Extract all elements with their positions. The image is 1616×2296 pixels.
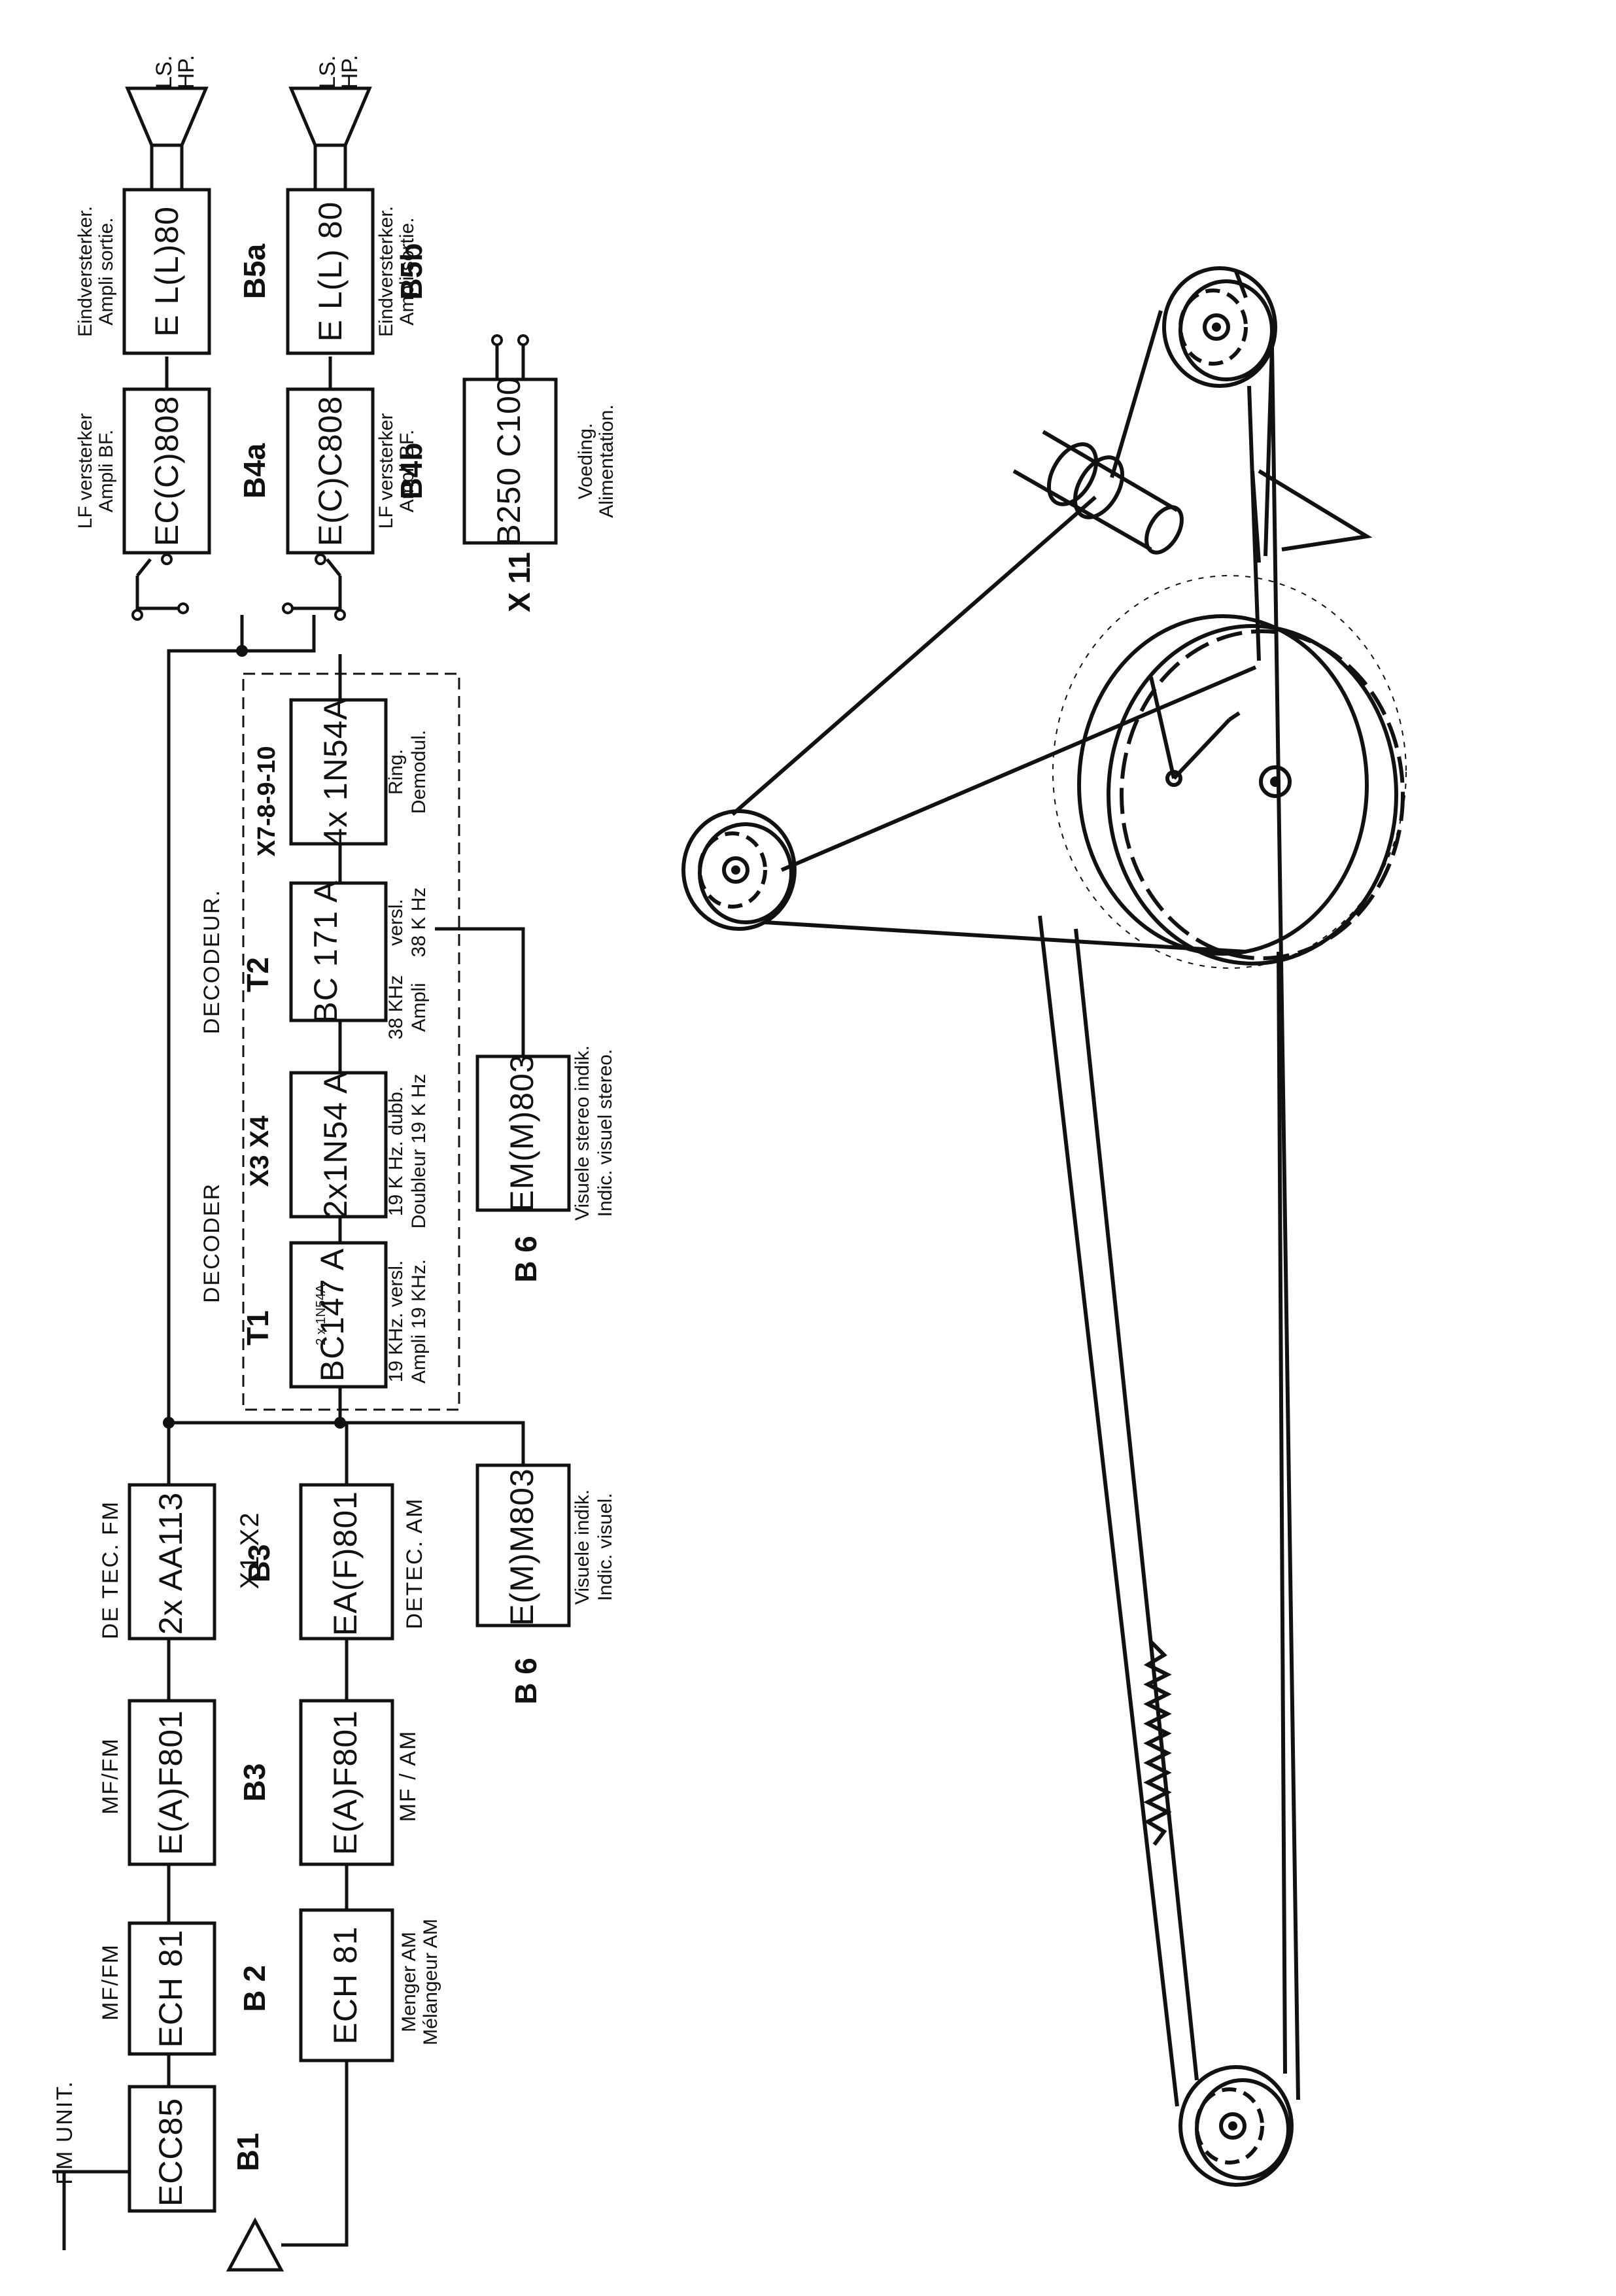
box-aa113: [128, 1483, 216, 1641]
box-el80b: [286, 188, 375, 355]
note-lf-b1: LF versterker: [375, 413, 397, 529]
note-menger: Menger AM: [398, 1932, 420, 2032]
note-hp2: HP.: [337, 55, 362, 89]
note-ls1: LS.: [152, 55, 177, 88]
box-bc147: [289, 1241, 388, 1389]
caption-fm-unit: FM UNIT.: [52, 2080, 77, 2185]
ref-b2: B 2: [237, 1965, 271, 2012]
label-ecc808a: EC(C)808: [148, 396, 185, 546]
box-ech81-am: [299, 1908, 394, 2062]
label-bc171: BC 171 A: [307, 880, 344, 1023]
speaker-icon: [125, 86, 209, 192]
note-lf-b2: Ampli BF.: [396, 430, 418, 513]
ref-b5b: B5b: [394, 243, 428, 300]
box-emm803-am: [475, 1463, 571, 1627]
note-visuele-1: Visuele indik.: [572, 1489, 593, 1605]
dial-drive-illustration: [681, 266, 1407, 2187]
ref-t1: T1: [241, 1310, 275, 1346]
label-emm803-am: E(M)M803: [504, 1468, 540, 1626]
note-eind-b2: Ampli sortie.: [396, 217, 418, 325]
label-eaf801-fm: E(A)F801: [152, 1710, 189, 1855]
ref-t2: T2: [241, 957, 275, 992]
box-4x1n54: [289, 698, 388, 846]
box-ecc808a: [122, 387, 211, 555]
label-ech81-fm: ECH 81: [152, 1929, 189, 2047]
box-b250: [462, 377, 558, 545]
ref-b4b: B4b: [394, 443, 428, 500]
note-lf-a2: Ampli BF.: [95, 430, 117, 513]
note-melangeur: Mélangeur AM: [420, 1919, 441, 2045]
caption-mf-fm-1: MF/FM: [98, 1943, 123, 2021]
note-38-khz: 38 KHz: [385, 975, 407, 1039]
note-19-dubb: 19 K Hz. dubb.: [385, 1087, 407, 1216]
box-eaf801-det: [299, 1483, 394, 1641]
ref-x7: X7-8-9-10: [253, 746, 281, 857]
label-el80b: E L(L) 80: [312, 201, 349, 342]
note-indic-1: Indic. visuel.: [594, 1493, 616, 1601]
note-indic-2: Indic. visuel stereo.: [594, 1049, 616, 1217]
note-19-doubleur: Doubleur 19 K Hz: [408, 1074, 430, 1229]
note-alimentation: Alimentation.: [596, 404, 617, 517]
ref-b5a: B5a: [237, 243, 271, 299]
ref-b3b: B3: [242, 1544, 276, 1583]
caption-detec-fm: DE TEC. FM: [98, 1501, 123, 1639]
box-ecc85: [128, 2085, 216, 2213]
ref-b6a: B 6: [509, 1658, 543, 1705]
label-emm803-stereo: EM(M)803: [504, 1054, 540, 1211]
note-voeding: Voeding.: [575, 423, 596, 500]
label-eaf801-am: E(A)F801: [327, 1710, 364, 1855]
ref-b4a: B4a: [237, 443, 271, 498]
box-emm803-stereo: [475, 1054, 571, 1212]
label-eaf801-det: EA(F)801: [327, 1491, 364, 1636]
note-eind-b1: Eindversterker.: [375, 206, 397, 337]
note-38-ampli: Ampli: [408, 983, 430, 1032]
note-eind-a1: Eindversterker.: [75, 206, 96, 337]
box-eaf801-am: [299, 1699, 394, 1866]
tube-boxes: [122, 188, 571, 2213]
note-hp1: HP.: [174, 55, 199, 89]
label-2x1n54: 2x1N54 A: [317, 1071, 354, 1219]
caption-mf-am: MF / AM: [396, 1730, 421, 1822]
label-ecc808b: E(C)C808: [312, 396, 349, 546]
box-bc171: [289, 881, 388, 1022]
label-4x1n54: 4x 1N54A: [317, 697, 354, 846]
caption-x1x2: X1 X2: [235, 1512, 264, 1590]
box-2x1n54: [289, 1071, 388, 1219]
ref-x11: X 11: [502, 552, 536, 612]
caption-mf-fm-2: MF/FM: [98, 1737, 123, 1815]
note-19-ampli: Ampli 19 KHz.: [408, 1259, 430, 1383]
ref-b1: B1: [231, 2133, 265, 2172]
note-demodul: Demodul.: [408, 730, 430, 814]
note-38-khz-2: 38 K Hz: [408, 888, 430, 958]
note-ring: Ring.: [385, 749, 407, 795]
note-visuele-2: Visuele stereo indik.: [572, 1045, 593, 1221]
box-ech81-fm: [128, 1921, 216, 2056]
box-ecc808b: [286, 387, 375, 555]
note-ls2: LS.: [315, 55, 340, 88]
label-bc147: BC147 A: [314, 1248, 351, 1382]
label-b250: B250 C100: [490, 376, 527, 546]
caption-decoder: DECODER: [199, 1183, 224, 1303]
note-38-versl: versl.: [385, 899, 407, 946]
ref-x3x4: X3 X4: [245, 1115, 274, 1187]
label-el80a: E L(L)80: [148, 206, 185, 337]
caption-detec-am: DETEC. AM: [402, 1497, 427, 1629]
speaker-icon: [288, 86, 372, 192]
label-ecc85: ECC85: [152, 2098, 189, 2206]
caption-decodeur: DECODEUR.: [199, 889, 224, 1034]
note-19-versl: 19 KHz. versl.: [385, 1261, 407, 1383]
label-in54-sub: 2 x 1N54A: [314, 1284, 328, 1346]
ref-b3a: B3: [237, 1764, 271, 1802]
label-ech81-am: ECH 81: [327, 1926, 364, 2044]
box-eaf801-fm: [128, 1699, 216, 1866]
note-lf-a1: LF versterker: [75, 413, 96, 529]
ref-b6b: B 6: [509, 1236, 543, 1283]
note-eind-a2: Ampli sortie.: [95, 217, 117, 325]
label-aa113: 2x AA113: [152, 1492, 189, 1635]
